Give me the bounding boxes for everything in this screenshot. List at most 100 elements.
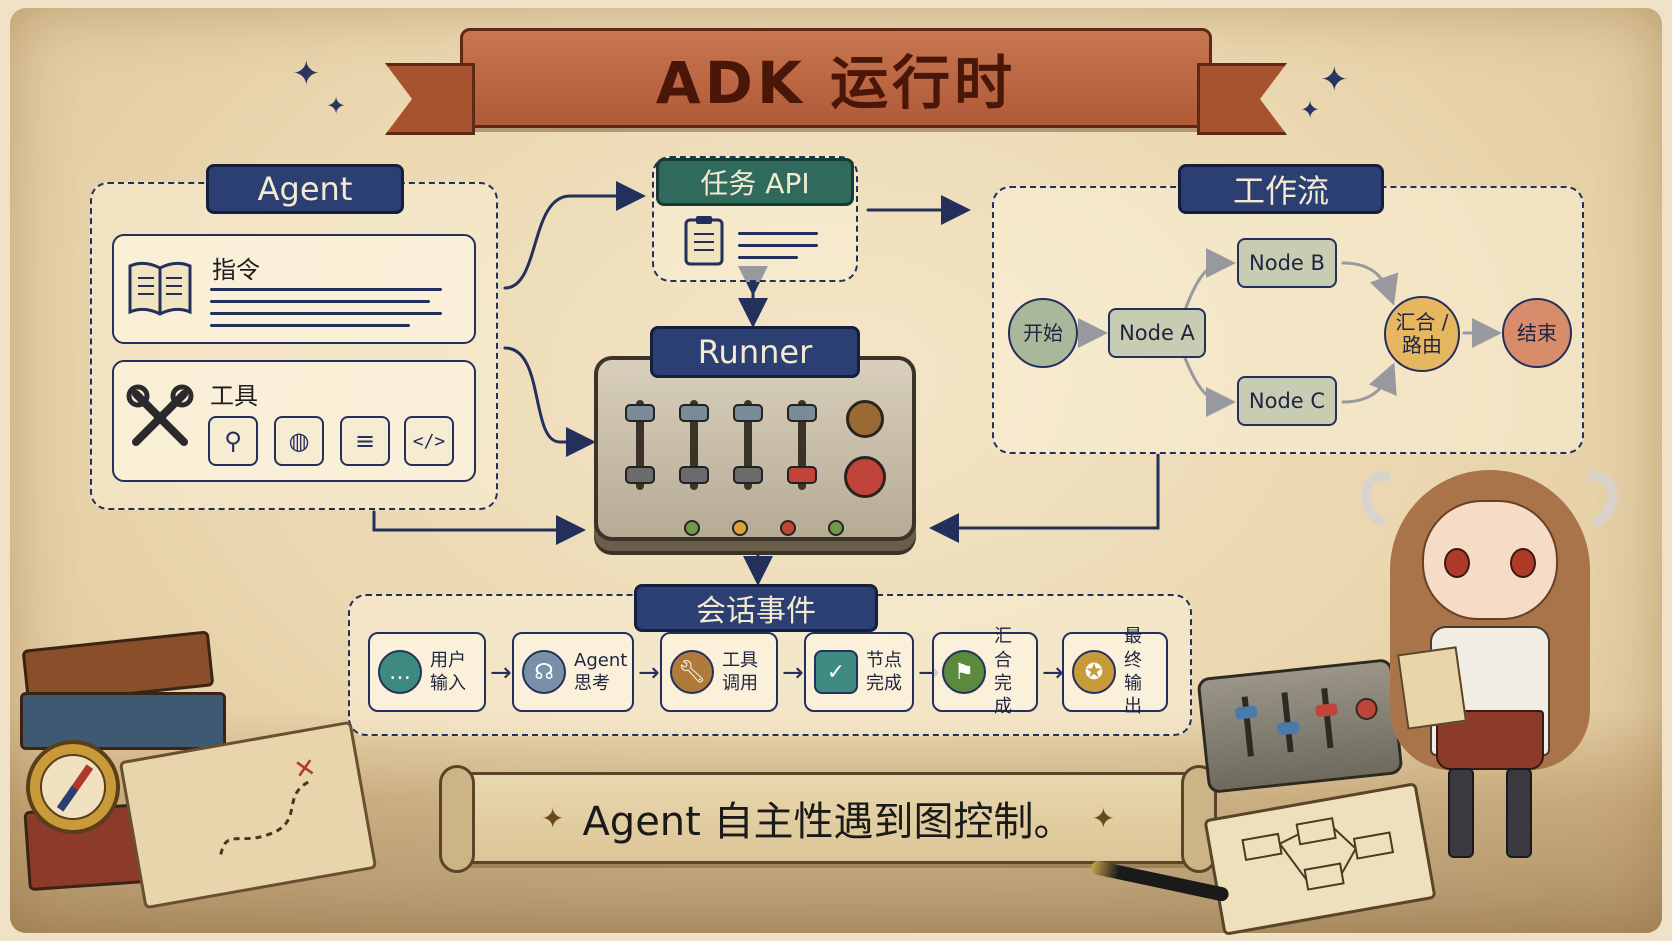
text-line	[738, 256, 798, 259]
event-label-line2: 输入	[430, 673, 466, 694]
tagline-text: Agent 自主性遇到图控制。	[582, 799, 1074, 845]
slider-track	[690, 400, 698, 490]
runner-label-text: Runner	[697, 333, 813, 371]
compass-illustration	[26, 740, 120, 834]
slider-knob	[733, 404, 763, 422]
medal-icon: ✪	[1072, 650, 1116, 694]
task-api-label-text: 任务 API	[700, 167, 810, 200]
end-node: 结束	[1502, 298, 1572, 368]
text-line	[210, 288, 442, 291]
notebook-illustration	[1203, 782, 1437, 936]
dial-knob	[846, 400, 884, 438]
red-button	[844, 456, 886, 498]
sparkle-icon: ✦	[326, 92, 347, 120]
text-line	[738, 232, 818, 235]
clipboard-icon	[684, 216, 724, 266]
character-clipboard	[1397, 646, 1467, 730]
arrow-right-icon: →	[638, 658, 660, 688]
event-label-line1: 节点	[866, 649, 902, 671]
character-eye	[1510, 548, 1536, 578]
arrow-agent-to-runner	[503, 346, 596, 457]
diamond-ornament-icon: ✦	[540, 801, 565, 835]
slider-track	[798, 400, 806, 490]
event-label: 工具 调用	[722, 649, 768, 696]
merge-node-label-line1: 汇合 /	[1395, 310, 1449, 334]
event-label-line2: 完成	[866, 673, 902, 694]
event-tool-call: 🔧︎ 工具 调用	[660, 632, 778, 712]
event-label: 汇合 完成	[994, 625, 1028, 719]
arrow-agent-to-task-api	[503, 181, 646, 290]
search-icon: ⚲	[208, 416, 258, 466]
slider-knob	[787, 466, 817, 484]
event-label-line1: 用户	[430, 649, 466, 671]
arrow-right-icon: →	[490, 658, 512, 688]
character-eye	[1444, 548, 1470, 578]
start-node: 开始	[1008, 298, 1078, 368]
node-a: Node A	[1108, 308, 1206, 358]
database-icon: ≡	[340, 416, 390, 466]
event-label-line2: 输出	[1124, 673, 1142, 718]
agent-label-text: Agent	[257, 170, 353, 208]
status-light	[780, 520, 796, 536]
arrow-agent-bottom-to-runner	[372, 510, 586, 545]
start-node-label: 开始	[1023, 320, 1063, 345]
slider-knob	[1234, 705, 1258, 720]
event-label-line1: 工具	[722, 649, 758, 671]
checkbox-icon: ✓	[814, 650, 858, 694]
sparkle-icon: ✦	[292, 54, 321, 94]
node-c-label: Node C	[1248, 389, 1326, 413]
character-face	[1422, 500, 1558, 620]
page-title: ADK 运行时	[655, 49, 1017, 117]
text-line	[210, 324, 410, 327]
event-label: Agent 思考	[574, 649, 627, 696]
event-final-output: ✪ 最终 输出	[1062, 626, 1168, 717]
slider-knob	[1276, 721, 1300, 736]
event-label: 最终 输出	[1124, 625, 1158, 719]
brain-head-icon: ☊	[522, 650, 566, 694]
mascot-character-illustration	[1350, 430, 1628, 880]
flag-icon: ⚑	[942, 650, 986, 694]
event-label-line2: 思考	[574, 673, 610, 694]
tools-card: 工具 ⚲ ◍ ≡ </>	[112, 360, 476, 482]
node-b-label: Node B	[1249, 251, 1325, 275]
node-a-label: Node A	[1119, 321, 1195, 345]
slider-track	[1321, 687, 1334, 749]
event-label-line2: 完成	[994, 673, 1012, 718]
slider-knob	[679, 466, 709, 484]
open-book-icon	[128, 261, 192, 316]
task-api-label: 任务 API	[656, 158, 854, 206]
globe-icon: ◍	[274, 416, 324, 466]
event-user-input: … 用户 输入	[368, 632, 486, 712]
arrow-right-icon: →	[782, 658, 804, 688]
text-line	[738, 244, 818, 247]
character-leg	[1448, 768, 1474, 858]
end-node-label: 结束	[1517, 320, 1557, 345]
text-line	[210, 300, 430, 303]
node-c: Node C	[1237, 376, 1337, 426]
code-icon: </>	[404, 416, 454, 466]
slider-track	[744, 400, 752, 490]
arrow-right-icon: →	[1042, 658, 1064, 688]
ribbon-tail-left	[385, 63, 475, 135]
event-merge-complete: ⚑ 汇合 完成	[932, 626, 1038, 717]
event-label-line2: 调用	[722, 673, 758, 694]
instructions-card: 指令	[112, 234, 476, 344]
treasure-map-illustration: ✕	[118, 720, 378, 910]
event-node-complete: ✓ 节点 完成	[804, 632, 914, 712]
slider-knob	[787, 404, 817, 422]
crossed-tools-icon	[126, 384, 194, 446]
event-label: 用户 输入	[430, 649, 476, 696]
merge-node-label-line2: 路由	[1402, 333, 1442, 357]
event-label-line1: Agent	[574, 649, 628, 671]
sparkle-icon: ✦	[1320, 60, 1349, 100]
arrow-workflow-to-runner	[929, 453, 1160, 543]
event-label-line1: 汇合	[994, 626, 1012, 671]
title-ribbon: ADK 运行时	[385, 28, 1287, 135]
status-light	[684, 520, 700, 536]
slider-knob	[679, 404, 709, 422]
text-line	[210, 312, 442, 315]
status-light	[732, 520, 748, 536]
slider-knob	[1314, 703, 1339, 718]
workflow-label: 工作流	[1178, 164, 1384, 214]
